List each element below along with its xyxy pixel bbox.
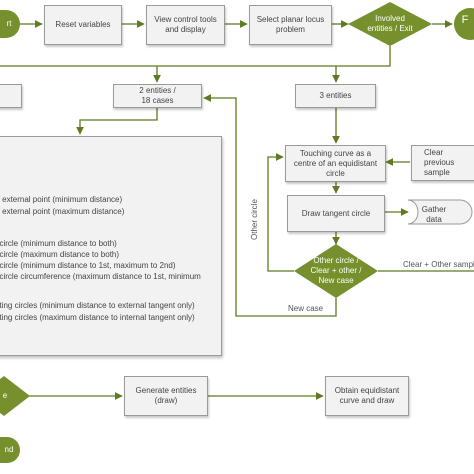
obtain-equidistant-box: Obtain equidistant curve and draw [325, 376, 409, 416]
other-circle-edge-label: Other circle [250, 199, 259, 240]
gather-data-shape [407, 199, 473, 225]
arrow-other-circle-loop [267, 153, 294, 272]
clear-other-edge-label: Clear + Other sample [403, 260, 474, 269]
involved-entities-decision [348, 2, 432, 46]
new-case-edge-label: New case [288, 304, 324, 313]
case-item: ecting circles (maximum distance to inte… [0, 313, 195, 322]
cases-list-box: nd external point (minimum distance) nd … [0, 136, 222, 356]
generate-entities-box: Generate entities (draw) [124, 376, 208, 416]
end-label: nd [4, 445, 14, 454]
three-entities-box: 3 entities [295, 84, 376, 108]
exit-label: F [461, 14, 469, 26]
case-item: nd external point (maximum distance) [0, 207, 125, 216]
draw-tangent-box: Draw tangent circle [287, 195, 385, 232]
bottom-decision [0, 376, 30, 416]
reset-variables-box: Reset variables [44, 5, 122, 45]
arrow-two-entities-to-list [76, 106, 158, 135]
gather-data-label: Gather data [421, 205, 447, 224]
other-circle-decision-label: Other circle / Clear + other / New case [310, 256, 362, 285]
case-item: al circle (minimum distance to 1st, maxi… [0, 261, 176, 270]
exit-terminal [454, 8, 474, 40]
case-item: al circle circumference (maximum distanc… [0, 272, 201, 281]
clear-previous-box: Clear previous sample [411, 145, 474, 181]
start-terminal [0, 10, 20, 38]
end-terminal [0, 437, 20, 463]
case-item: al circle (minimum distance to both) [0, 239, 117, 248]
involved-entities-label: Involved entities / Exit [367, 14, 413, 33]
touching-curve-box: Touching curve as a centre of an equidis… [285, 145, 386, 182]
other-circle-decision [294, 244, 378, 298]
arrow-new-case-loop [203, 94, 337, 317]
bottom-decision-label: e [2, 391, 8, 400]
start-label: rt [6, 19, 12, 28]
arrow-decision-branch [0, 46, 391, 67]
case-item: al circle (maximum distance to both) [0, 250, 120, 259]
left-cutoff-box [0, 84, 22, 108]
case-item: ecting circles (minimum distance to exte… [0, 301, 195, 310]
case-item: nd external point (minimum distance) [0, 195, 123, 204]
select-planar-locus-box: Select planar locus problem [249, 5, 332, 45]
two-entities-box: 2 entities / 18 cases [113, 84, 202, 108]
view-control-box: View control tools and display [146, 5, 225, 45]
